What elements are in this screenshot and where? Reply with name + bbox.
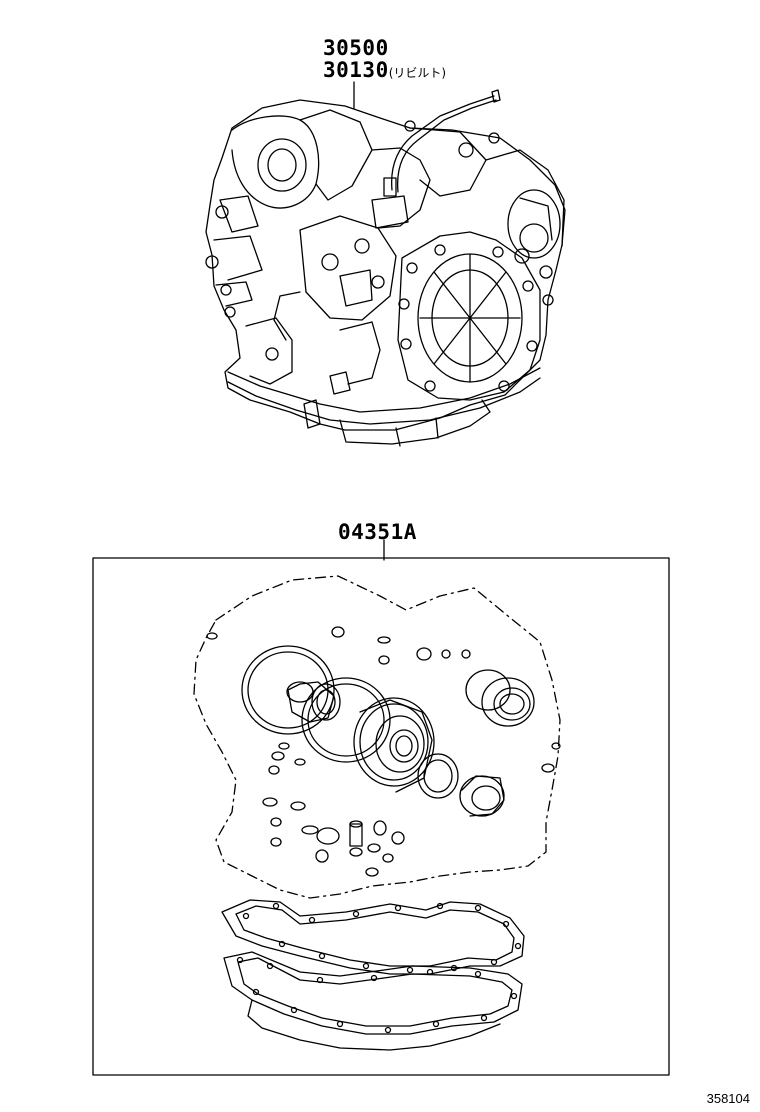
part-number-assembly: 30500 xyxy=(323,38,389,59)
rebuilt-suffix: (リビルト) xyxy=(388,66,447,80)
part-number-gasket-kit: 04351A xyxy=(338,522,417,543)
kit-frame xyxy=(92,557,670,1076)
part-number-rebuilt: 30130(リビルト) xyxy=(323,60,446,81)
part-number-rebuilt-text: 30130 xyxy=(323,58,389,82)
part-number-gasket-kit-text: 04351A xyxy=(338,520,417,544)
part-number-assembly-text: 30500 xyxy=(323,36,389,60)
overhaul-gasket-kit-icon xyxy=(193,575,561,1051)
diagram-id: 358104 xyxy=(706,1091,750,1106)
transmission-assembly-icon xyxy=(205,89,566,447)
